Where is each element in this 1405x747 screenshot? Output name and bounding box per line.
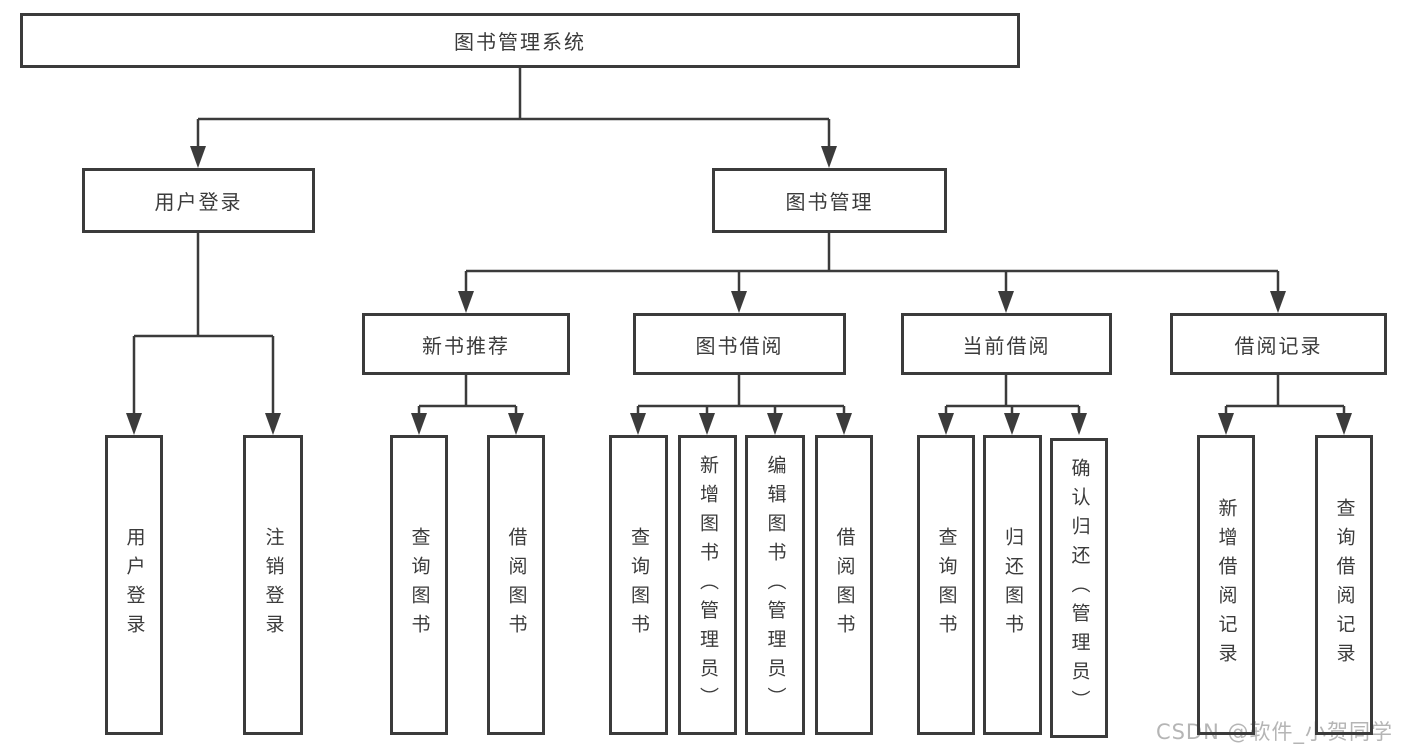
- node-book-borrowing: 图书借阅: [633, 313, 846, 375]
- leaf-cb-query-books: 查询图书: [917, 435, 975, 735]
- arrowhead-group: [126, 146, 1352, 435]
- leaf-bb-borrow-books: 借阅图书: [815, 435, 873, 735]
- leaf-br-query-borrow-record: 查询借阅记录: [1315, 435, 1373, 735]
- arrowhead-icon: [411, 413, 427, 435]
- arrowhead-icon: [265, 413, 281, 435]
- arrowhead-icon: [1218, 413, 1234, 435]
- arrowhead-icon: [1004, 413, 1020, 435]
- leaf-cb-return-books-label: 归还图书: [1002, 527, 1024, 643]
- leaf-br-new-borrow-record: 新增借阅记录: [1197, 435, 1255, 735]
- arrowhead-icon: [938, 413, 954, 435]
- leaf-nbr-query-books-label: 查询图书: [408, 527, 431, 643]
- node-borrowing-records: 借阅记录: [1170, 313, 1387, 375]
- leaf-bb-query-books-label: 查询图书: [628, 527, 650, 643]
- arrowhead-icon: [731, 291, 747, 313]
- node-current-borrowing: 当前借阅: [901, 313, 1112, 375]
- leaf-br-new-borrow-record-label: 新增借阅记录: [1215, 498, 1238, 672]
- arrowhead-icon: [699, 413, 715, 435]
- arrowhead-icon: [190, 146, 206, 168]
- node-user-login: 用户登录: [82, 168, 315, 233]
- leaf-bb-query-books: 查询图书: [609, 435, 668, 735]
- connector-br-to-leaves: [1224, 375, 1346, 421]
- connector-userlogin-to-leaves: [132, 233, 275, 421]
- leaf-bb-borrow-books-label: 借阅图书: [833, 527, 856, 643]
- leaf-nbr-borrow-books-label: 借阅图书: [505, 527, 528, 643]
- connector-root-to-level2: [196, 68, 831, 154]
- leaf-bb-edit-books-admin-label: 编辑图书（管理员）: [764, 454, 787, 716]
- connector-bb-to-leaves: [636, 375, 846, 421]
- arrowhead-icon: [630, 413, 646, 435]
- arrowhead-icon: [1071, 413, 1087, 435]
- leaf-br-query-borrow-record-label: 查询借阅记录: [1333, 498, 1356, 672]
- node-book-management: 图书管理: [712, 168, 947, 233]
- leaf-logout-login: 注销登录: [243, 435, 303, 735]
- leaf-user-login-label: 用户登录: [123, 527, 146, 643]
- leaf-bb-edit-books-admin: 编辑图书（管理员）: [745, 435, 805, 735]
- node-library-management-system: 图书管理系统: [20, 13, 1020, 68]
- leaf-cb-query-books-label: 查询图书: [935, 527, 958, 643]
- leaf-cb-confirm-return-admin: 确认归还（管理员）: [1050, 438, 1108, 738]
- leaf-cb-return-books: 归还图书: [983, 435, 1042, 735]
- leaf-logout-login-label: 注销登录: [262, 527, 285, 643]
- connector-bookmgmt-to-level3: [464, 233, 1280, 299]
- arrowhead-icon: [998, 291, 1014, 313]
- arrowhead-icon: [1336, 413, 1352, 435]
- arrowhead-icon: [767, 413, 783, 435]
- leaf-cb-confirm-return-admin-label: 确认归还（管理员）: [1068, 457, 1091, 719]
- leaf-nbr-query-books: 查询图书: [390, 435, 448, 735]
- leaf-user-login: 用户登录: [105, 435, 163, 735]
- leaf-bb-add-books-admin: 新增图书（管理员）: [678, 435, 737, 735]
- arrowhead-icon: [821, 146, 837, 168]
- leaf-bb-add-books-admin-label: 新增图书（管理员）: [697, 454, 719, 716]
- arrowhead-icon: [126, 413, 142, 435]
- arrowhead-icon: [458, 291, 474, 313]
- arrowhead-icon: [836, 413, 852, 435]
- arrowhead-icon: [1270, 291, 1286, 313]
- leaf-nbr-borrow-books: 借阅图书: [487, 435, 545, 735]
- node-new-book-recommendation: 新书推荐: [362, 313, 570, 375]
- connector-nbr-to-leaves: [417, 375, 518, 421]
- arrowhead-icon: [508, 413, 524, 435]
